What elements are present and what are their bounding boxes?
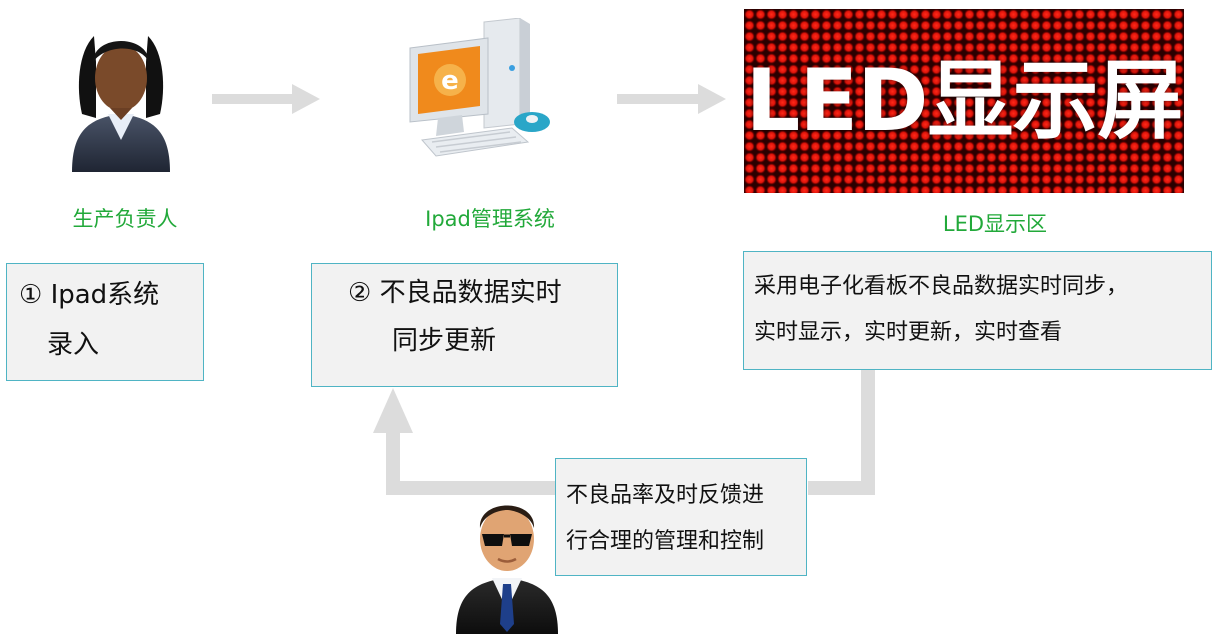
feedback-loop-line bbox=[808, 370, 875, 495]
feedback-arrowhead bbox=[373, 388, 413, 433]
label-led: LED显示区 bbox=[942, 212, 1048, 236]
step2-line2: 同步更新 bbox=[392, 326, 497, 356]
led-desc-line2: 实时显示，实时更新，实时查看 bbox=[754, 320, 1063, 345]
step2-box: ② 不良品数据实时 同步更新 bbox=[311, 263, 618, 387]
arrow-system-to-led bbox=[617, 84, 726, 114]
led-display-screen: LED显示屏 bbox=[744, 9, 1184, 193]
feedback-box: 不良品率及时反馈进 行合理的管理和控制 bbox=[555, 458, 807, 576]
led-description-box: 采用电子化看板不良品数据实时同步， 实时显示，实时更新，实时查看 bbox=[743, 251, 1212, 370]
step2-line1: ② 不良品数据实时 bbox=[348, 278, 562, 308]
feedback-line2: 行合理的管理和控制 bbox=[566, 529, 765, 554]
led-desc-line1: 采用电子化看板不良品数据实时同步， bbox=[754, 274, 1129, 299]
step1-box: ① Ipad系统 录入 bbox=[6, 263, 204, 381]
label-manager: 生产负责人 bbox=[72, 207, 178, 231]
step1-line1: ① Ipad系统 bbox=[19, 280, 160, 310]
computer-icon: e bbox=[409, 18, 550, 157]
arrow-manager-to-system bbox=[212, 84, 320, 114]
led-screen-text: LED显示屏 bbox=[745, 51, 1184, 151]
feedback-loop-line-left bbox=[386, 430, 555, 495]
svg-text:e: e bbox=[441, 66, 459, 96]
businessman-sunglasses-icon bbox=[456, 505, 558, 634]
feedback-line1: 不良品率及时反馈进 bbox=[566, 483, 765, 508]
label-system: Ipad管理系统 bbox=[425, 207, 555, 231]
step1-line2: 录入 bbox=[47, 330, 100, 360]
businesswoman-icon bbox=[72, 36, 170, 172]
